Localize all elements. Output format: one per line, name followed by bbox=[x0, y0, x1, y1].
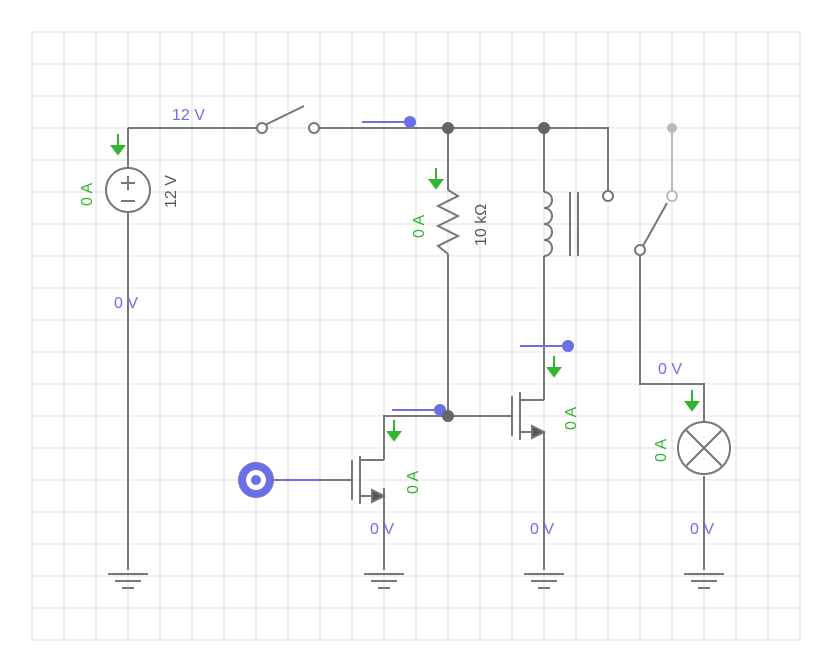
resistor-icon[interactable] bbox=[435, 189, 461, 255]
logic-input-icon[interactable] bbox=[238, 462, 274, 498]
wires bbox=[127, 127, 705, 570]
relay-coil-icon[interactable] bbox=[543, 191, 579, 257]
probe-dot-coil bbox=[562, 340, 574, 352]
lamp-ground-label: 0 V bbox=[690, 521, 714, 538]
wire-q1-drain bbox=[383, 415, 448, 460]
current-arrow-q2 bbox=[546, 356, 562, 378]
spst-switch-icon[interactable] bbox=[256, 105, 320, 134]
current-arrow-q1 bbox=[386, 420, 402, 442]
junction-gate bbox=[442, 410, 454, 422]
supply-voltage-label: 12 V bbox=[172, 107, 205, 124]
ground-icon bbox=[524, 573, 564, 589]
q2-current-label: 0 A bbox=[563, 407, 580, 430]
dc-voltage-source-icon[interactable] bbox=[105, 167, 151, 213]
grid bbox=[31, 31, 801, 641]
resistor-value-label: 10 kΩ bbox=[473, 204, 490, 246]
current-arrow-source bbox=[110, 134, 126, 156]
ground-left-label: 0 V bbox=[114, 295, 138, 312]
ground-icon bbox=[108, 573, 148, 589]
junction-top-1 bbox=[442, 122, 454, 134]
lamp-current-label: 0 A bbox=[653, 439, 670, 462]
grounds bbox=[108, 573, 724, 589]
q2-source-label: 0 V bbox=[530, 521, 554, 538]
wire-lamp-top bbox=[639, 256, 705, 424]
resistor-current-label: 0 A bbox=[411, 215, 428, 238]
n-mosfet-icon-q1[interactable] bbox=[351, 456, 387, 504]
q1-current-label: 0 A bbox=[405, 471, 422, 494]
source-value-label: 12 V bbox=[163, 175, 180, 208]
wire-top-mid bbox=[318, 127, 609, 192]
n-mosfet-icon-q2[interactable] bbox=[511, 392, 547, 440]
lamp-icon[interactable] bbox=[677, 421, 731, 475]
current-arrow-lamp bbox=[684, 390, 700, 412]
ground-icon bbox=[364, 573, 404, 589]
lamp-voltage-label: 0 V bbox=[658, 361, 682, 378]
junction-top-2 bbox=[538, 122, 550, 134]
relay-contact-icon[interactable] bbox=[602, 123, 678, 256]
ground-icon bbox=[684, 573, 724, 589]
q1-source-label: 0 V bbox=[370, 521, 394, 538]
current-arrow-resistor bbox=[428, 168, 444, 190]
probe-dot-top bbox=[404, 116, 416, 128]
source-current-label: 0 A bbox=[79, 183, 96, 206]
voltage-indicators bbox=[278, 121, 568, 481]
